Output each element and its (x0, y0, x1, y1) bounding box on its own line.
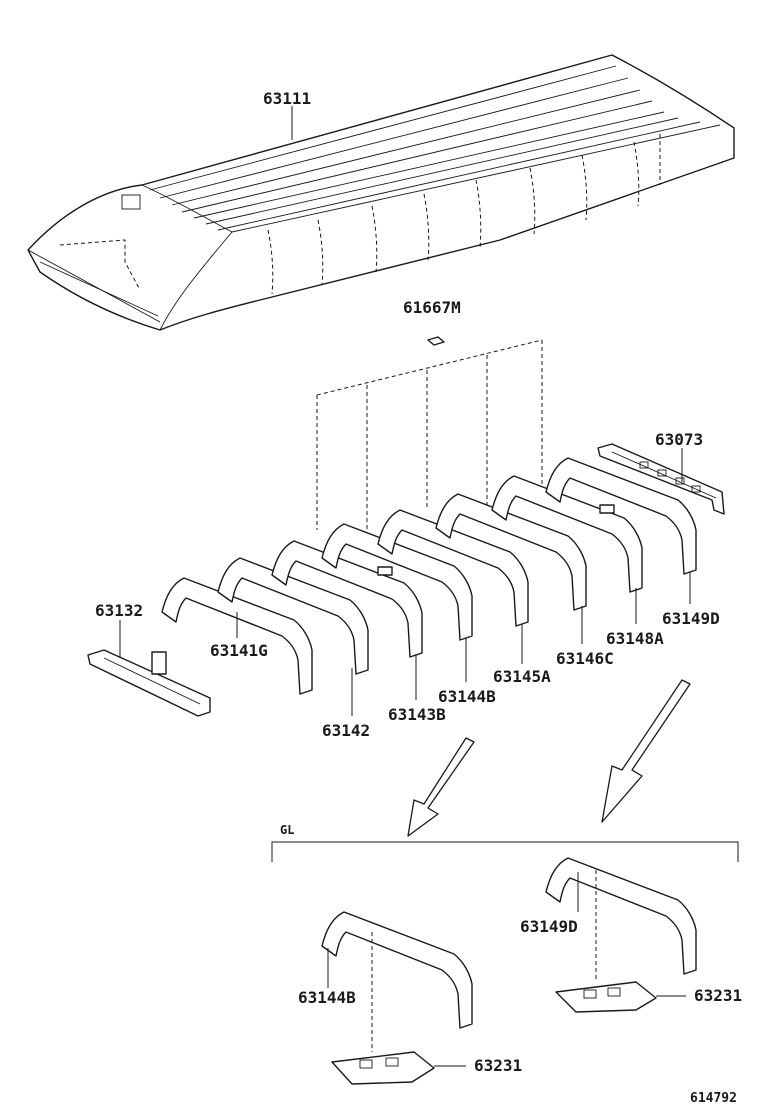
bow-callouts: 63141G 63142 63143B 63144B 63145A 63146C… (210, 572, 720, 740)
label-bow-7: 63148A (606, 629, 664, 648)
label-bow-1: 63141G (210, 641, 268, 660)
label-gl-bow-left: 63144B (298, 988, 356, 1007)
label-bow-6: 63146C (556, 649, 614, 668)
bow-7 (491, 475, 643, 593)
label-bow-3: 63143B (388, 705, 446, 724)
label-rear-header: 63073 (655, 430, 703, 449)
bow-2 (217, 557, 369, 675)
front-header: 63132 (87, 601, 211, 717)
gl-variant-label: GL (280, 823, 294, 837)
gl-left-plate: 63231 (331, 1051, 522, 1085)
gl-right-bow: 63149D (520, 857, 697, 982)
bow-8 (545, 457, 697, 575)
clip: 61667M (316, 298, 543, 548)
bow-6 (435, 493, 587, 611)
label-bow-8: 63149D (662, 609, 720, 628)
label-roof-panel: 63111 (263, 89, 311, 108)
label-clip: 61667M (403, 298, 461, 317)
figure-number: 614792 (690, 1091, 737, 1106)
roof-bows (161, 457, 697, 695)
label-bow-2: 63142 (322, 721, 370, 740)
rear-header: 63073 (597, 430, 725, 515)
label-gl-plate-right: 63231 (694, 986, 742, 1005)
label-front-header: 63132 (95, 601, 143, 620)
bow-4 (321, 523, 473, 641)
gl-bracket: GL (271, 823, 739, 862)
roof-panel (27, 54, 735, 331)
label-gl-bow-right: 63149D (520, 917, 578, 936)
gl-right-plate: 63231 (555, 981, 742, 1013)
label-bow-4: 63144B (438, 687, 496, 706)
label-gl-plate-left: 63231 (474, 1056, 522, 1075)
bow-3 (271, 540, 423, 658)
gl-left-bow: 63144B (298, 911, 473, 1052)
label-bow-5: 63145A (493, 667, 551, 686)
arrow-right (601, 679, 691, 823)
bow-1 (161, 577, 313, 695)
bow-5 (377, 509, 529, 627)
roof-panel-callout: 63111 (263, 89, 311, 140)
arrow-left (407, 737, 475, 837)
